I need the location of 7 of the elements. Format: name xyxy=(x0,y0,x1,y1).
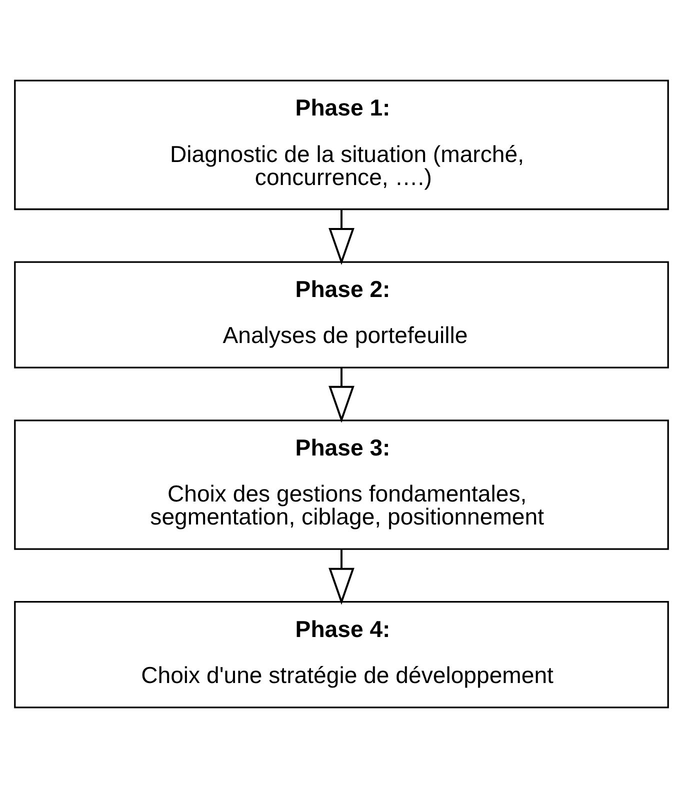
node-box: Phase 3: Choix des gestions fondamentales, segmentation, ciblage, positionnement xyxy=(14,419,669,550)
arrow xyxy=(328,367,354,422)
node-box: Phase 4: Choix d'une stratégie de développement xyxy=(14,600,669,708)
arrow xyxy=(328,209,354,265)
node-box: Phase 1: Diagnostic de la situation (marché, concurrence, ….) xyxy=(14,79,669,210)
arrow xyxy=(328,548,354,604)
node-box: Phase 2: Analyses de portefeuille xyxy=(14,260,669,368)
